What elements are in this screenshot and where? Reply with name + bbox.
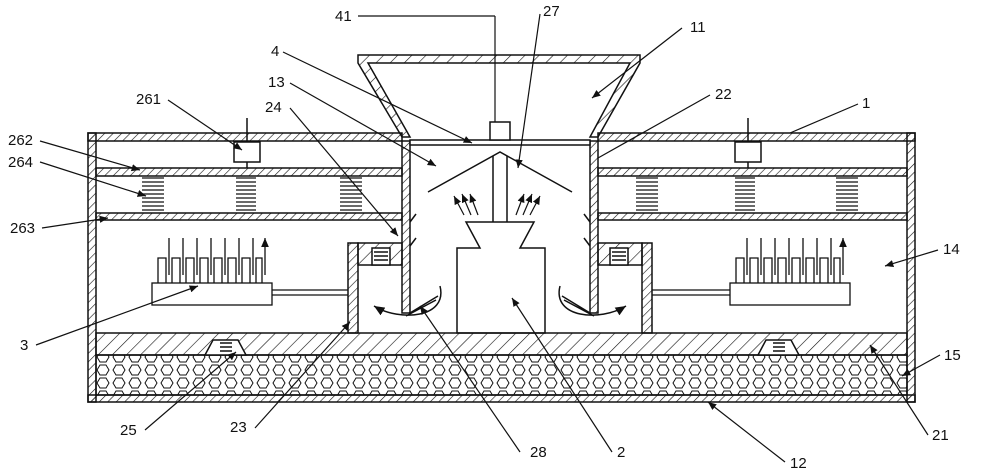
label-261: 261 <box>136 92 161 107</box>
label-22: 22 <box>715 87 732 102</box>
label-25: 25 <box>120 423 137 438</box>
label-24: 24 <box>265 100 282 115</box>
label-12: 12 <box>790 456 807 471</box>
motor-2 <box>457 222 545 333</box>
springs-264 <box>142 178 858 210</box>
label-11: 11 <box>690 20 706 35</box>
label-41: 41 <box>335 9 352 24</box>
label-27: 27 <box>543 4 560 19</box>
bottom-plate-12 <box>88 395 915 402</box>
label-14: 14 <box>943 242 960 257</box>
label-23: 23 <box>230 420 247 435</box>
label-2: 2 <box>617 445 625 460</box>
airflow-arrows <box>454 194 540 215</box>
deflector-27 <box>428 152 572 222</box>
label-28: 28 <box>530 445 547 460</box>
label-1: 1 <box>862 96 870 111</box>
label-262: 262 <box>8 133 33 148</box>
label-264: 264 <box>8 155 33 170</box>
label-4: 4 <box>271 44 279 59</box>
label-3: 3 <box>20 338 28 353</box>
plates <box>96 168 907 220</box>
filler-layer-15 <box>96 355 907 395</box>
label-263: 263 <box>10 221 35 236</box>
label-15: 15 <box>944 348 961 363</box>
label-21: 21 <box>932 428 949 443</box>
label-13: 13 <box>268 75 285 90</box>
device-41 <box>490 122 510 140</box>
